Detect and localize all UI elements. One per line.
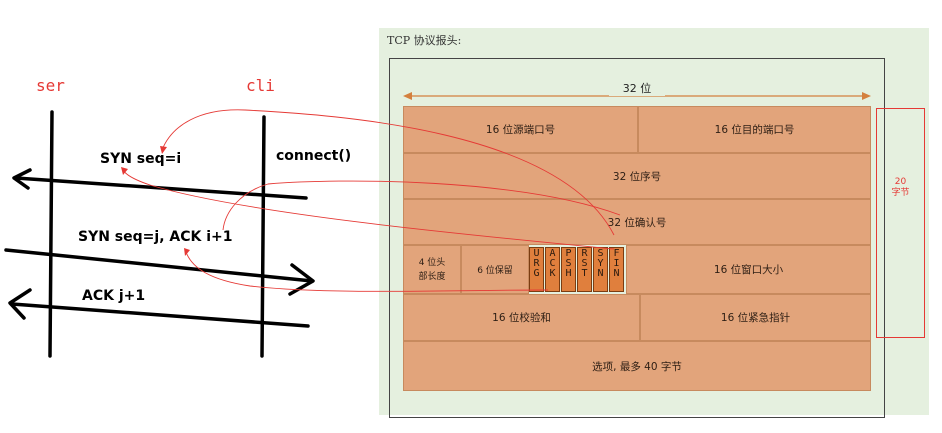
msg-connect: connect() <box>276 148 352 164</box>
header-length-line2: 部长度 <box>418 271 446 282</box>
width-arrow <box>403 92 871 100</box>
reserved-field: 6 位保留 <box>461 245 529 294</box>
width-label: 32 位 <box>609 80 665 96</box>
header-length-field: 4 位头 部长度 <box>403 245 461 294</box>
checksum-field: 16 位校验和 <box>403 294 640 341</box>
ack-field: 32 位确认号 <box>403 199 871 245</box>
header-length-line1: 4 位头 <box>418 257 446 268</box>
msg-syn: SYN seq=i <box>100 151 182 167</box>
ser-label: ser <box>36 76 65 95</box>
ser-timeline <box>48 110 54 358</box>
cli-timeline <box>260 115 266 358</box>
tcp-header-panel: TCP 协议报头: 32 位 16 位源端口号 16 位目的端口号 32 位序号… <box>379 28 929 418</box>
seq-field: 32 位序号 <box>403 153 871 199</box>
src-port-field: 16 位源端口号 <box>403 106 638 153</box>
msg-ack: ACK j+1 <box>82 288 146 304</box>
window-size-field: 16 位窗口大小 <box>626 245 871 294</box>
arrowhead-syn <box>12 168 32 190</box>
options-field: 选项, 最多 40 字节 <box>403 341 871 391</box>
arrowhead-ack <box>8 288 32 320</box>
header-size-bracket: 20 字节 <box>876 108 925 338</box>
arrow-ack <box>10 302 310 328</box>
msg-syn-ack: SYN seq=j, ACK i+1 <box>78 229 233 245</box>
header-size-label: 20 字节 <box>891 177 910 198</box>
panel-title: TCP 协议报头: <box>387 34 462 47</box>
urgent-pointer-field: 16 位紧急指针 <box>640 294 871 341</box>
cli-label: cli <box>246 76 275 95</box>
dst-port-field: 16 位目的端口号 <box>638 106 871 153</box>
